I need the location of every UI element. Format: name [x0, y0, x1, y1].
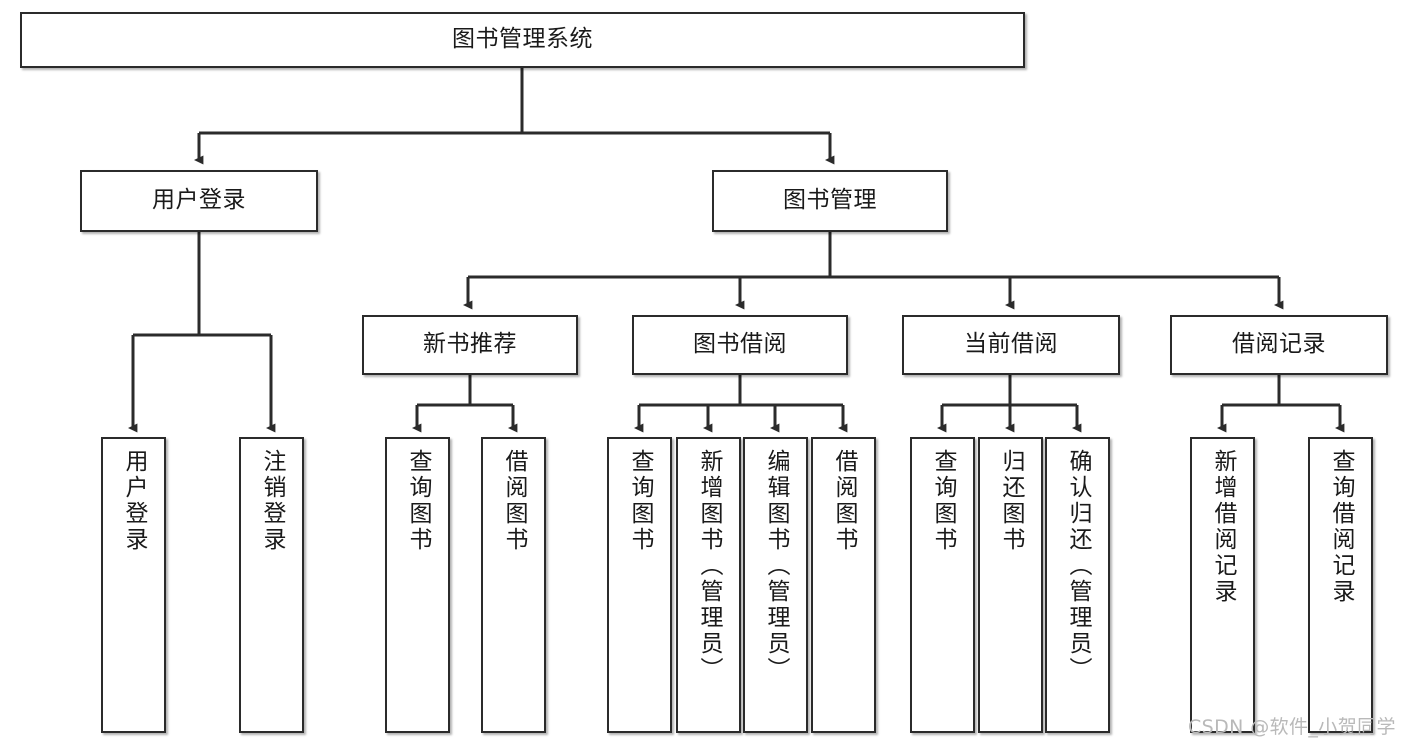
leaf-return-book[interactable]: 归还图书	[978, 437, 1043, 733]
leaf-add-record-label: 新增借阅记录	[1210, 449, 1236, 605]
leaf-user-login-label: 用户登录	[121, 449, 147, 553]
leaf-logout[interactable]: 注销登录	[239, 437, 304, 733]
leaf-query-record[interactable]: 查询借阅记录	[1308, 437, 1373, 733]
leaf-add-book-label: 新增图书（管理员）	[696, 449, 722, 683]
node-borrow-record-label: 借阅记录	[1232, 331, 1326, 358]
leaf-borrow-book-2-label: 借阅图书	[831, 449, 857, 553]
leaf-confirm-return-label: 确认归还（管理员）	[1065, 449, 1091, 683]
leaf-edit-book[interactable]: 编辑图书（管理员）	[743, 437, 808, 733]
node-current-borrow[interactable]: 当前借阅	[902, 315, 1120, 375]
node-root[interactable]: 图书管理系统	[20, 12, 1025, 68]
leaf-confirm-return[interactable]: 确认归还（管理员）	[1045, 437, 1110, 733]
node-new-book-recommend-label: 新书推荐	[423, 331, 517, 358]
leaf-add-book[interactable]: 新增图书（管理员）	[676, 437, 741, 733]
leaf-edit-book-label: 编辑图书（管理员）	[763, 449, 789, 683]
csdn-watermark: CSDN @软件_小贺同学	[1188, 716, 1396, 738]
leaf-add-record[interactable]: 新增借阅记录	[1190, 437, 1255, 733]
leaf-query-record-label: 查询借阅记录	[1328, 449, 1354, 605]
leaf-borrow-book-2[interactable]: 借阅图书	[811, 437, 876, 733]
leaf-borrow-book-1-label: 借阅图书	[501, 449, 527, 553]
node-user-login-label: 用户登录	[152, 187, 246, 214]
leaf-query-book-2-label: 查询图书	[627, 449, 653, 553]
node-book-borrow[interactable]: 图书借阅	[632, 315, 848, 375]
leaf-user-login[interactable]: 用户登录	[101, 437, 166, 733]
node-user-login[interactable]: 用户登录	[80, 170, 318, 232]
leaf-query-book-1-label: 查询图书	[405, 449, 431, 553]
leaf-query-book-1[interactable]: 查询图书	[385, 437, 450, 733]
node-book-manage[interactable]: 图书管理	[712, 170, 948, 232]
node-root-label: 图书管理系统	[452, 26, 593, 53]
leaf-query-book-2[interactable]: 查询图书	[607, 437, 672, 733]
leaf-borrow-book-1[interactable]: 借阅图书	[481, 437, 546, 733]
leaf-return-book-label: 归还图书	[998, 449, 1024, 553]
node-book-borrow-label: 图书借阅	[693, 331, 787, 358]
node-current-borrow-label: 当前借阅	[964, 331, 1058, 358]
leaf-query-book-3-label: 查询图书	[930, 449, 956, 553]
leaf-logout-label: 注销登录	[259, 449, 285, 553]
node-book-manage-label: 图书管理	[783, 187, 877, 214]
leaf-query-book-3[interactable]: 查询图书	[910, 437, 975, 733]
node-new-book-recommend[interactable]: 新书推荐	[362, 315, 578, 375]
node-borrow-record[interactable]: 借阅记录	[1170, 315, 1388, 375]
